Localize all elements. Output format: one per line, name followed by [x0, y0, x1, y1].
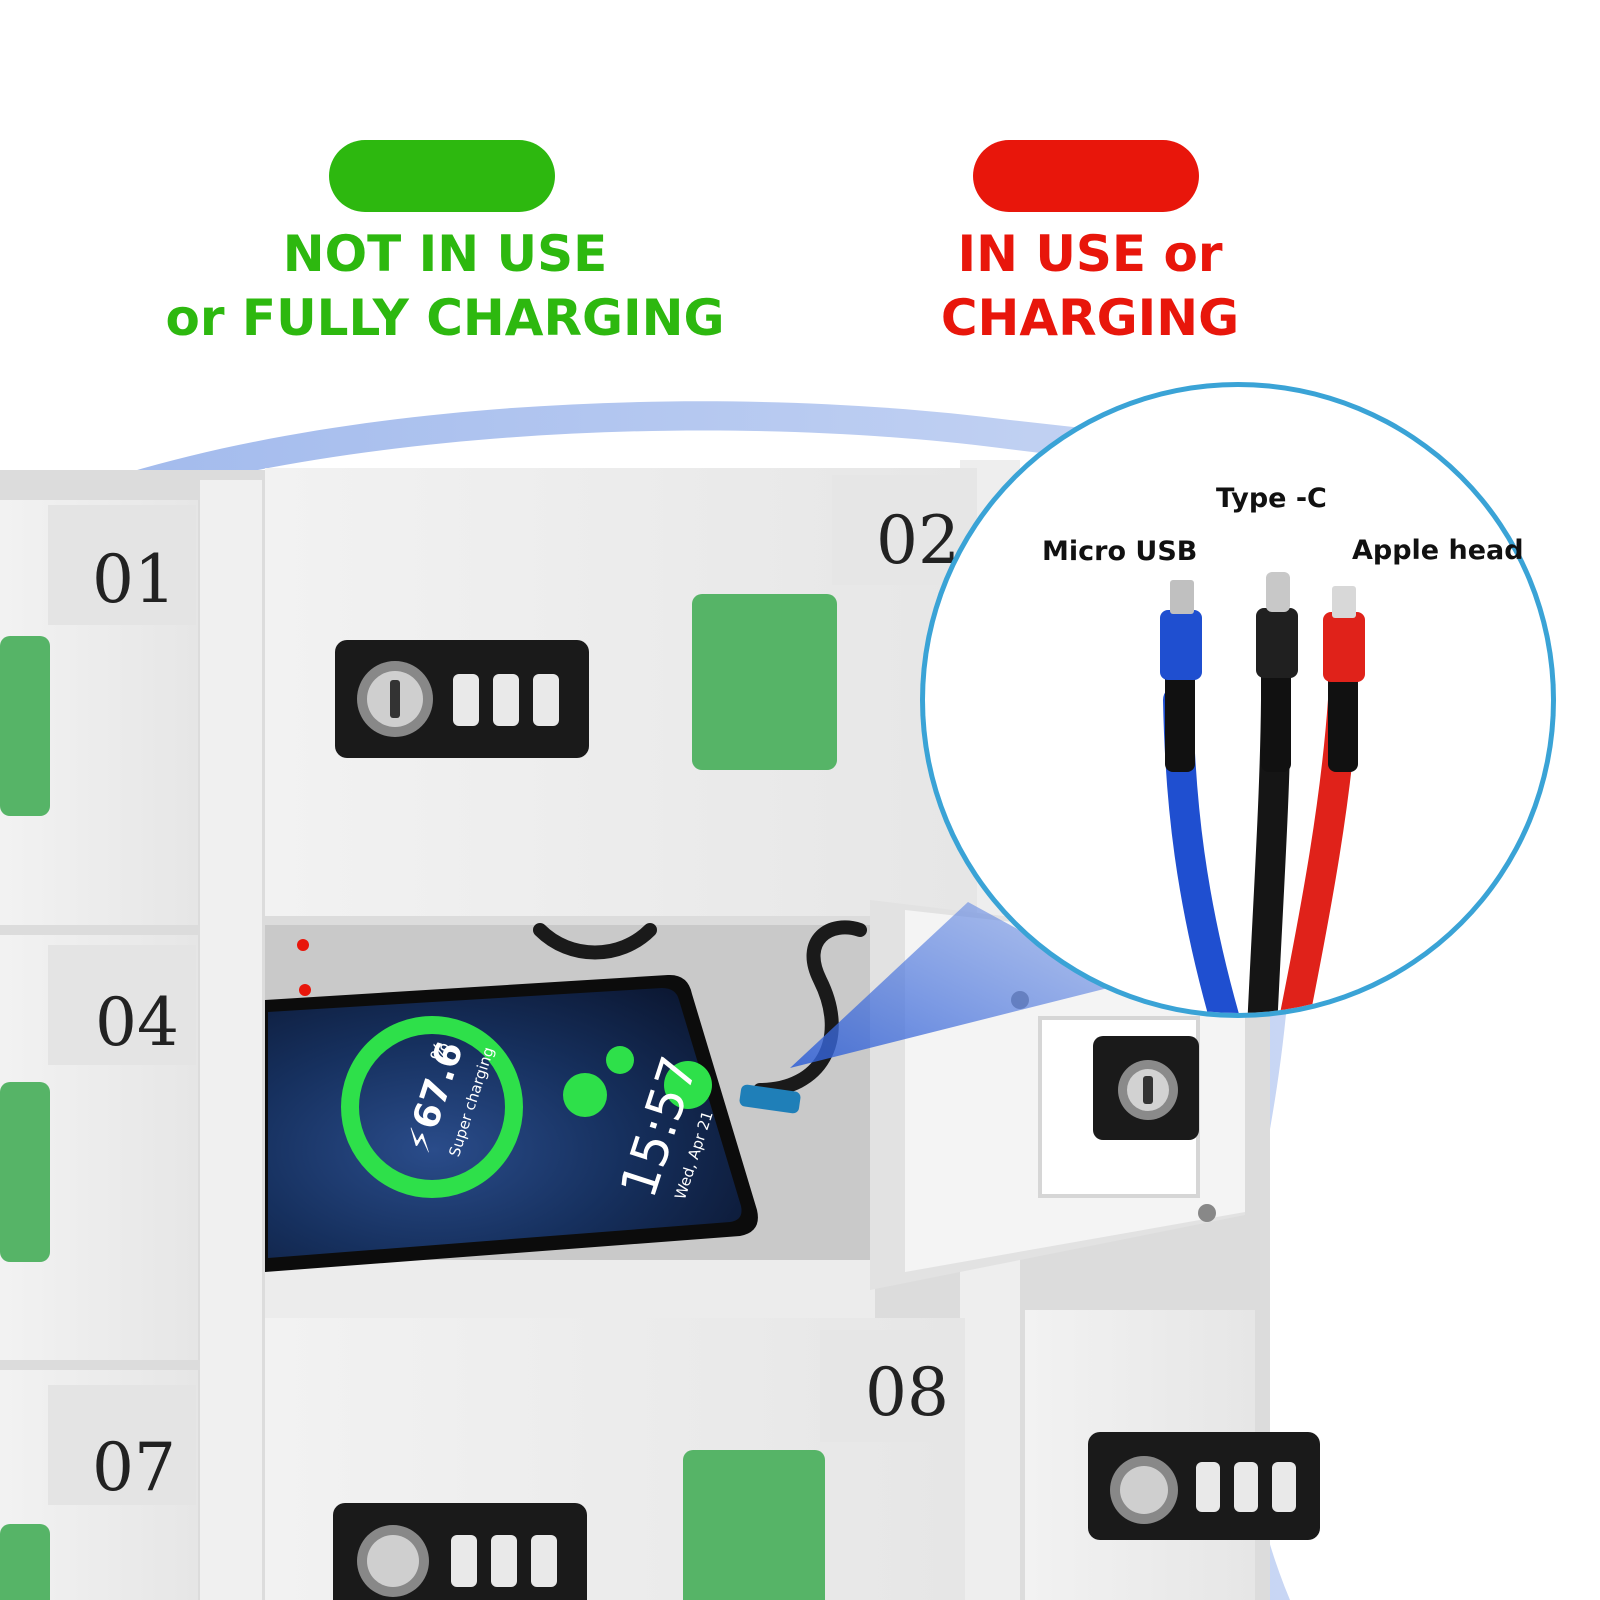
not-in-use-line2: or FULLY CHARGING	[165, 289, 725, 347]
locker-label-04: 04	[95, 984, 179, 1061]
label-plate-02	[832, 475, 972, 585]
type-c-label: Type -C	[1216, 483, 1327, 514]
in-use-legend-text: IN USE or CHARGING	[880, 222, 1300, 350]
label-plate-04	[48, 945, 196, 1065]
key-cylinder-icon	[1093, 1036, 1199, 1140]
status-led-2	[299, 984, 311, 996]
in-use-line2: CHARGING	[940, 289, 1240, 347]
locker-label-02: 02	[876, 502, 960, 579]
not-in-use-legend-text: NOT IN USE or FULLY CHARGING	[160, 222, 730, 350]
in-use-indicator-pill	[973, 140, 1199, 212]
indicator-07	[0, 1524, 50, 1600]
locker-label-01: 01	[92, 541, 176, 618]
not-in-use-line1: NOT IN USE	[282, 225, 608, 283]
combination-lock-icon	[1088, 1432, 1320, 1540]
indicator-01	[0, 636, 50, 816]
status-led-1	[297, 939, 309, 951]
in-use-line1: IN USE or	[957, 225, 1223, 283]
label-plate-01	[48, 505, 196, 625]
indicator-04	[0, 1082, 50, 1262]
locker-label-07: 07	[92, 1429, 176, 1506]
not-in-use-indicator-pill	[329, 140, 555, 212]
indicator-02	[692, 594, 837, 770]
micro-usb-label: Micro USB	[1042, 536, 1197, 567]
cable-connector-icon	[739, 1084, 801, 1114]
charging-cable-in-compartment	[533, 920, 867, 1097]
combination-lock-icon	[335, 640, 589, 758]
cable-callout: Micro USB Type -C Apple head	[920, 382, 1556, 1018]
hinge-screw-bottom	[1198, 1204, 1216, 1222]
battery-ring	[341, 1016, 523, 1198]
apple-head-label: Apple head	[1352, 535, 1524, 566]
indicator-08	[683, 1450, 825, 1600]
cabinet-divider-left	[200, 480, 262, 1600]
locker-label-08: 08	[865, 1354, 949, 1431]
label-plate-07	[48, 1385, 196, 1505]
smartphone: ⚡ 67.6 % Super charging 15:57 Wed, Apr 2…	[265, 974, 758, 1272]
combination-lock-icon	[333, 1503, 587, 1600]
label-plate-08	[820, 1330, 960, 1442]
